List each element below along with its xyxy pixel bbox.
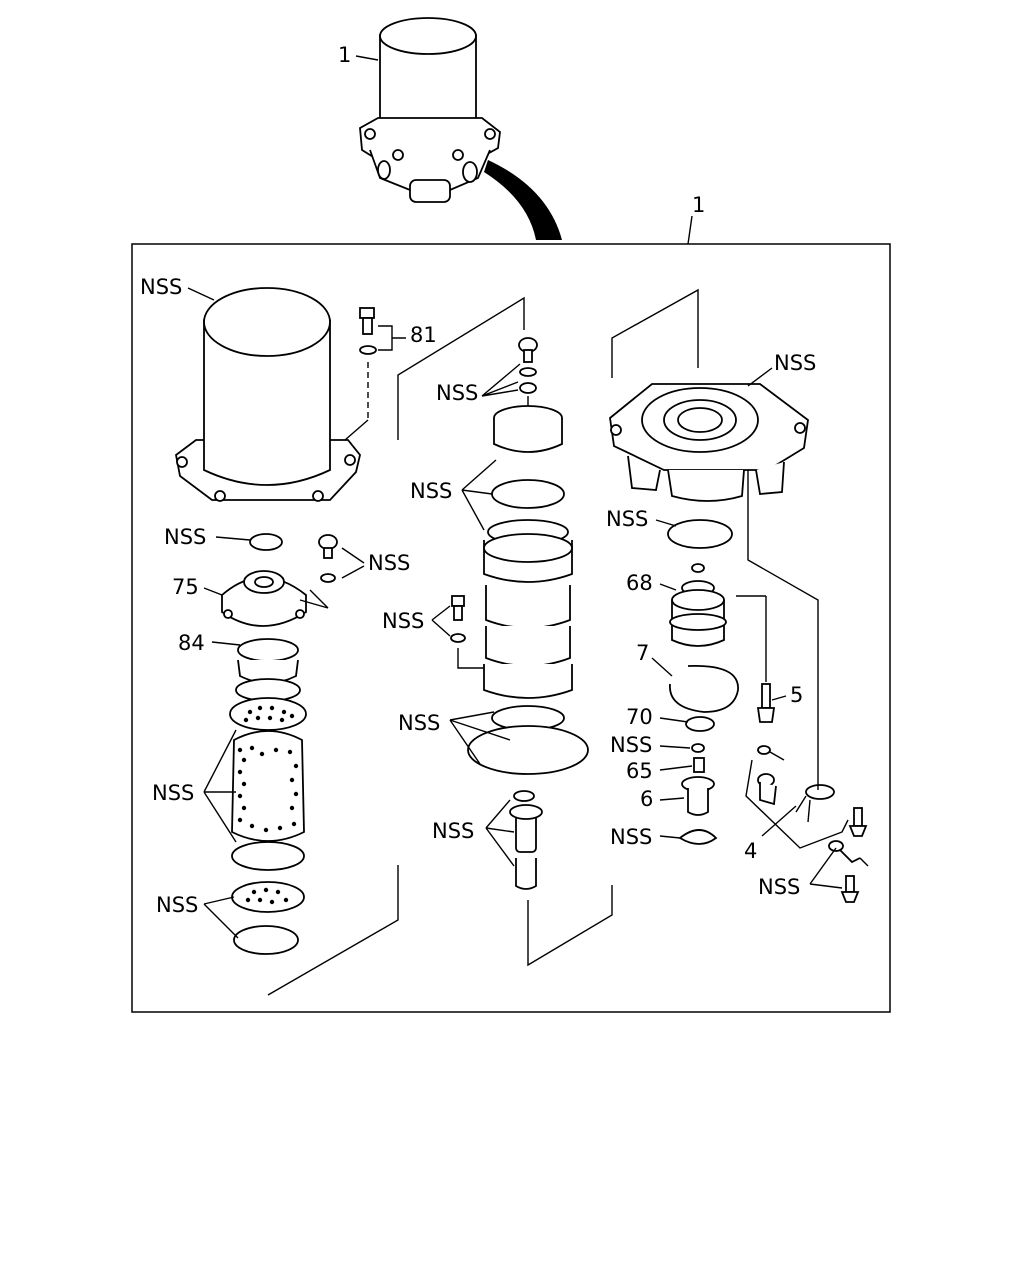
center-stack-illustration	[467, 337, 589, 890]
callout-clip-nss: NSS	[610, 825, 652, 849]
side-bolt-illustration	[450, 595, 466, 643]
part-70-illustration	[685, 716, 715, 732]
screen-and-ring-illustration	[231, 881, 305, 955]
callout-screen-nss: NSS	[156, 893, 198, 917]
callout-part-6: 6	[640, 787, 653, 811]
curved-arrow	[484, 160, 562, 240]
part-65-illustration	[693, 757, 705, 773]
assembly-frame	[131, 243, 891, 1013]
callout-housing-nss: NSS	[774, 351, 816, 375]
callout-part-65: 65	[626, 759, 653, 783]
callout-thermostat-4: 4	[744, 839, 757, 863]
callout-heater-5: 5	[790, 683, 803, 707]
heater-5-illustration	[756, 683, 776, 723]
callout-cover-75: 75	[172, 575, 199, 599]
clip-illustration	[678, 829, 718, 845]
callout-screws-nss: NSS	[758, 875, 800, 899]
thermostat-4-illustration	[745, 745, 869, 867]
piston-68-illustration	[669, 563, 727, 647]
callout-top-screw-nss: NSS	[436, 381, 478, 405]
callout-part-70: 70	[626, 705, 653, 729]
callout-piston-68: 68	[626, 571, 653, 595]
screws-illustration	[840, 807, 868, 903]
washer-illustration	[691, 743, 705, 753]
callout-snap-ring-7: 7	[636, 641, 649, 665]
snap-ring-7-illustration	[669, 665, 739, 713]
callout-frame-assembly: 1	[692, 193, 705, 217]
callout-rings-nss: NSS	[410, 479, 452, 503]
callout-washer-nss: NSS	[610, 733, 652, 757]
callout-plug-nss: NSS	[164, 525, 206, 549]
screw-illustration	[318, 534, 338, 583]
callout-screw-nss: NSS	[368, 551, 410, 575]
callout-bolt-81: 81	[410, 323, 437, 347]
bolt-81-illustration	[344, 307, 377, 441]
callout-oring-nss: NSS	[606, 507, 648, 531]
plug-illustration	[249, 533, 283, 551]
air-dryer-assembly-illustration	[359, 17, 501, 203]
desiccant-cartridge-illustration	[229, 697, 307, 871]
part-6-illustration	[681, 776, 715, 816]
o-ring-illustration	[667, 519, 733, 549]
callout-side-bolt-nss: NSS	[382, 609, 424, 633]
callout-top-assembly: 1	[338, 43, 351, 67]
callout-desiccant-nss: NSS	[152, 781, 194, 805]
housing-illustration	[609, 383, 809, 502]
seal-84-illustration	[235, 638, 301, 702]
cover-75-illustration	[221, 570, 329, 627]
callout-seal-84: 84	[178, 631, 205, 655]
cover-illustration	[175, 287, 361, 502]
callout-valve-nss: NSS	[432, 819, 474, 843]
callout-lower-rings-nss: NSS	[398, 711, 440, 735]
callout-cover-nss: NSS	[140, 275, 182, 299]
